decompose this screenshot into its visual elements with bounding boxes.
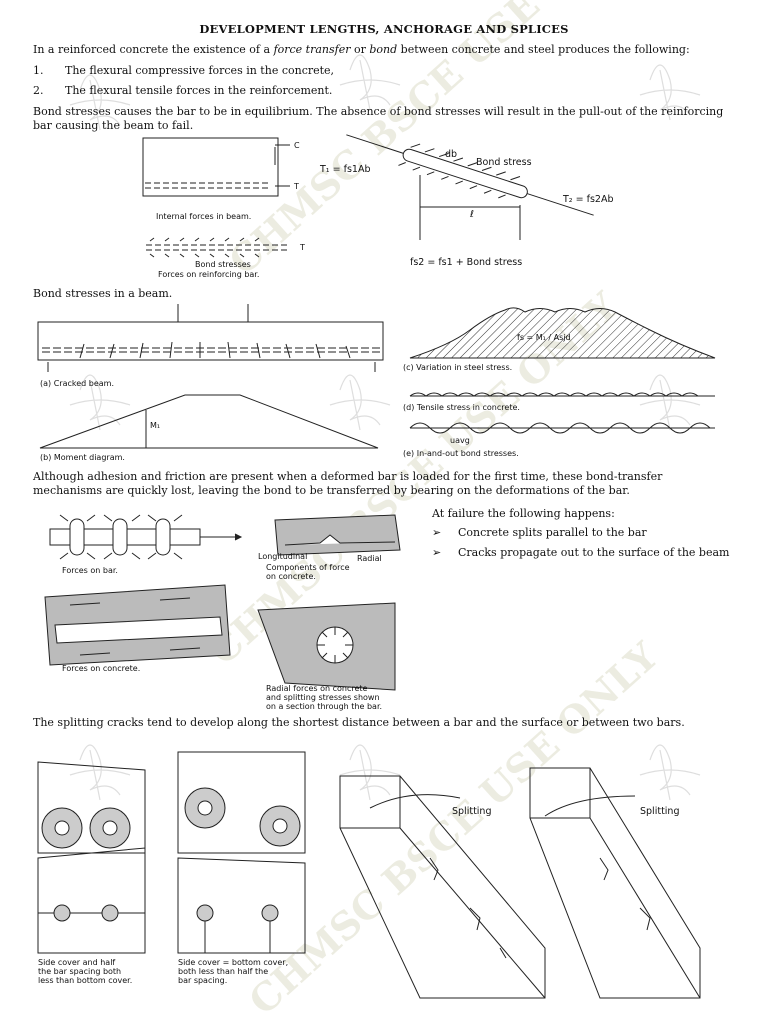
splitting-cracks-figure: Splitting Splitting Side cover and half … <box>37 751 701 999</box>
beam-bond-figure: (a) Cracked beam. M₁ (b) Moment diagram.… <box>37 304 716 462</box>
m1-label: M₁ <box>150 421 160 430</box>
longitudinal-label: Longitudinal <box>258 552 307 561</box>
radial-caption-3: on a section through the bar. <box>266 702 382 711</box>
fs-formula: fs = M₁ / Asjd <box>517 333 571 342</box>
splitting-label: Splitting <box>640 806 679 817</box>
uavg-label: uavg <box>450 436 470 445</box>
forces-concrete-caption: Forces on concrete. <box>62 664 140 673</box>
t1-formula: T₁ = fs1Ab <box>319 164 370 175</box>
adhesion-paragraph: Although adhesion and friction are prese… <box>33 470 663 497</box>
caption-side-cover-2: both less than half the <box>178 967 268 976</box>
caption-side-cover-1: Side cover and half <box>38 958 115 967</box>
intro-paragraph: In a reinforced concrete the existence o… <box>33 43 690 56</box>
on-concrete-label: on concrete. <box>266 572 316 581</box>
radial-caption-2: and splitting stresses shown <box>266 693 380 702</box>
caption-side-cover-1: the bar spacing both <box>38 967 121 976</box>
fs2-formula: fs2 = fs1 + Bond stress <box>410 257 522 268</box>
deformed-bar-figure: Forces on bar. Longitudinal Radial Compo… <box>44 514 401 711</box>
bond-stress-figure: C T Internal forces in beam. T Bond stre… <box>142 134 613 279</box>
splitting-paragraph: The splitting cracks tend to develop alo… <box>33 716 685 729</box>
internal-forces-caption: Internal forces in beam. <box>156 212 251 221</box>
forces-bar-caption: Forces on bar. <box>62 566 118 575</box>
cracked-beam-caption: (a) Cracked beam. <box>40 379 114 388</box>
tensile-stress-caption: (d) Tensile stress in concrete. <box>403 403 520 412</box>
t2-formula: T₂ = fs2Ab <box>562 194 613 205</box>
forces-reinforcing-caption: Forces on reinforcing bar. <box>158 270 259 279</box>
page-title: DEVELOPMENT LENGTHS, ANCHORAGE AND SPLIC… <box>199 22 569 36</box>
bond-stress-label: Bond stress <box>476 157 532 168</box>
bond-paragraph: Bond stresses causes the bar to be in eq… <box>33 105 724 132</box>
splitting-label: Splitting <box>452 806 491 817</box>
components-label: Components of force <box>266 563 350 572</box>
caption-side-cover-1: less than bottom cover. <box>38 976 132 985</box>
length-label: ℓ <box>470 209 474 220</box>
failure-heading: At failure the following happens: <box>432 507 615 520</box>
failure-bullet: ➢Concrete splits parallel to the bar <box>432 526 647 539</box>
bond-in-beam-caption: Bond stresses in a beam. <box>33 287 173 300</box>
db-label: db <box>445 149 457 160</box>
t-label: T <box>293 182 299 191</box>
list-item: 2.The flexural tensile forces in the rei… <box>33 84 333 97</box>
c-label: C <box>294 141 300 150</box>
steel-stress-caption: (c) Variation in steel stress. <box>403 363 512 372</box>
moment-diagram-caption: (b) Moment diagram. <box>40 453 125 462</box>
list-item: 1.The flexural compressive forces in the… <box>33 64 335 77</box>
bond-stresses-caption: (e) In-and-out bond stresses. <box>403 449 519 458</box>
radial-caption-1: Radial forces on concrete <box>266 684 368 693</box>
caption-side-cover-2: bar spacing. <box>178 976 227 985</box>
bond-stresses-label: Bond stresses <box>195 260 251 269</box>
svg-text:T: T <box>299 243 305 252</box>
failure-bullet: ➢Cracks propagate out to the surface of … <box>432 546 730 559</box>
radial-label: Radial <box>357 554 382 563</box>
caption-side-cover-2: Side cover = bottom cover, <box>178 958 288 967</box>
